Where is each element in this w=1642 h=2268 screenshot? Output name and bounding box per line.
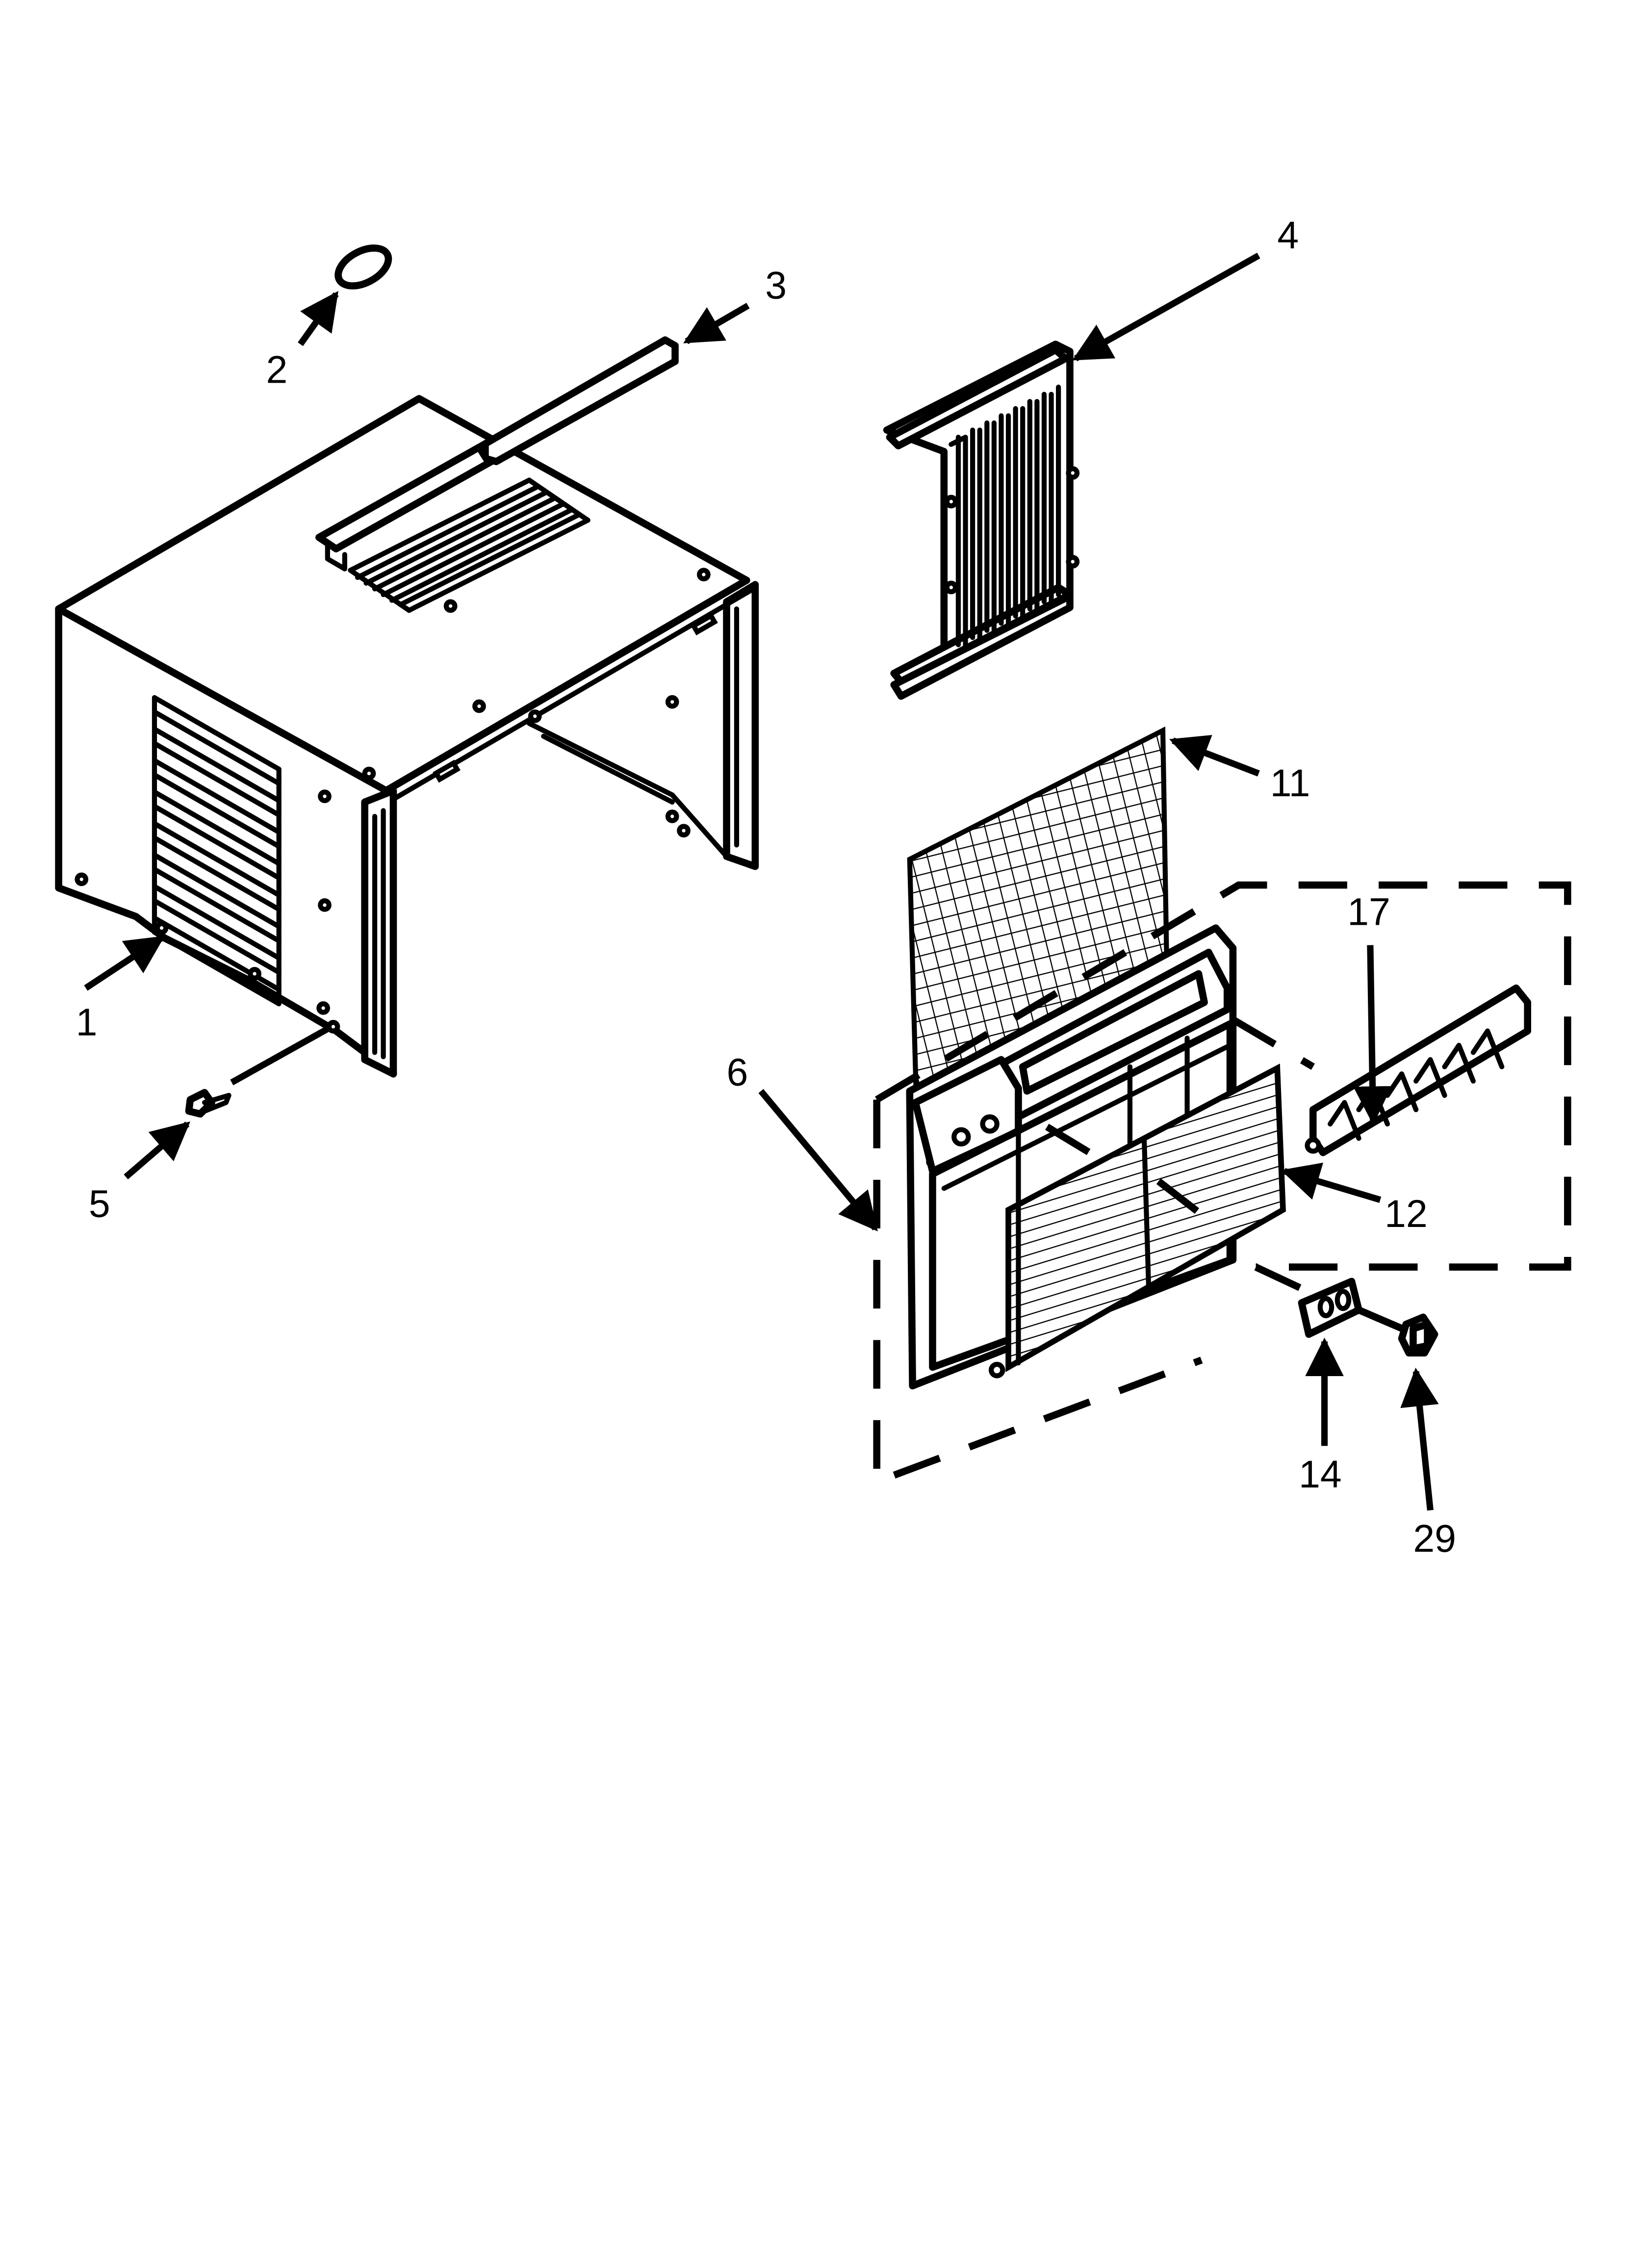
cabinet-top-vents [348, 477, 590, 613]
screw-part [185, 1089, 231, 1118]
curtain-panel-part [883, 340, 1080, 700]
louver-part [1305, 984, 1531, 1156]
callout-14: 14 [1299, 1453, 1342, 1496]
callout-29: 29 [1413, 1517, 1456, 1560]
callout-17: 17 [1347, 890, 1390, 934]
cabinet-side-louvers [152, 695, 282, 1007]
control-plate-part [1298, 1277, 1362, 1338]
callout-11: 11 [1270, 761, 1310, 805]
callout-4: 4 [1277, 213, 1299, 257]
callout-12: 12 [1385, 1192, 1428, 1235]
callout-3: 3 [765, 263, 787, 307]
callout-2: 2 [266, 348, 287, 391]
seal-strip-part [475, 336, 679, 466]
callout-5: 5 [89, 1182, 110, 1225]
knob-part [1398, 1313, 1438, 1356]
callout-6: 6 [727, 1050, 748, 1094]
cabinet-part [55, 395, 759, 1078]
plug-part [334, 244, 392, 289]
callout-1: 1 [76, 1000, 98, 1043]
grille-part [988, 1063, 1286, 1379]
